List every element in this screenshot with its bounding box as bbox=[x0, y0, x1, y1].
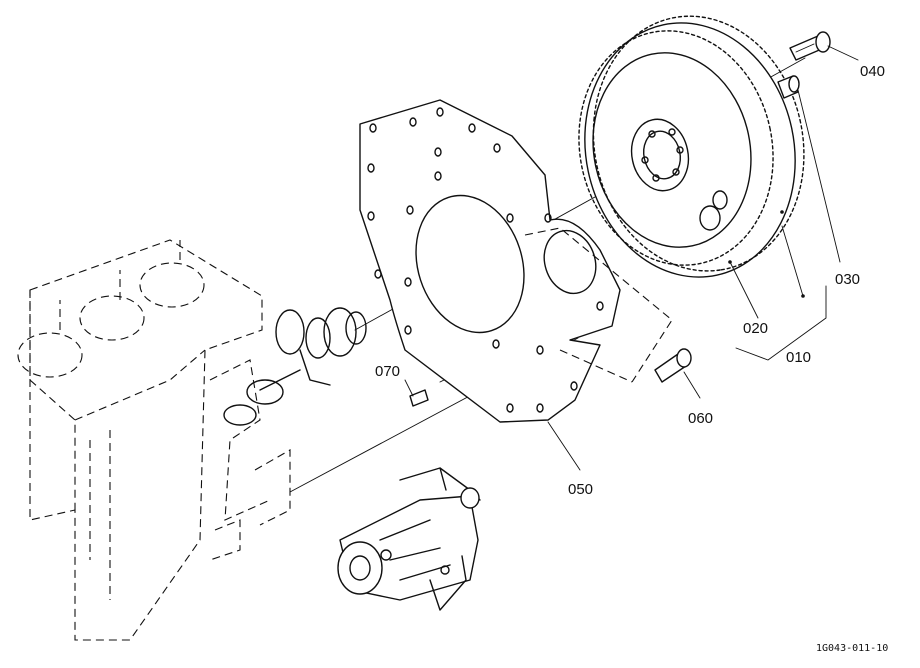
label-040: 040 bbox=[860, 63, 885, 80]
label-030: 030 bbox=[835, 271, 860, 288]
starter-motor bbox=[337, 467, 481, 611]
dowel-pin[interactable] bbox=[777, 75, 800, 99]
housing-bolt[interactable] bbox=[654, 348, 692, 383]
engine-block bbox=[17, 239, 291, 641]
reference-code: 1G043-011-10 bbox=[816, 643, 888, 654]
flywheel-housing-plate[interactable] bbox=[359, 99, 673, 423]
flywheel[interactable] bbox=[558, 3, 819, 297]
label-070: 070 bbox=[375, 363, 400, 380]
label-020: 020 bbox=[743, 320, 768, 337]
plate-bolt-holes bbox=[367, 107, 604, 413]
leader-lines bbox=[404, 45, 859, 471]
label-060: 060 bbox=[688, 410, 713, 427]
label-050: 050 bbox=[568, 481, 593, 498]
hub-bolt-holes bbox=[641, 128, 684, 182]
crankshaft bbox=[223, 307, 367, 426]
label-010: 010 bbox=[786, 349, 811, 366]
flywheel-bolt[interactable] bbox=[789, 31, 831, 61]
housing-dowel[interactable] bbox=[409, 389, 429, 407]
